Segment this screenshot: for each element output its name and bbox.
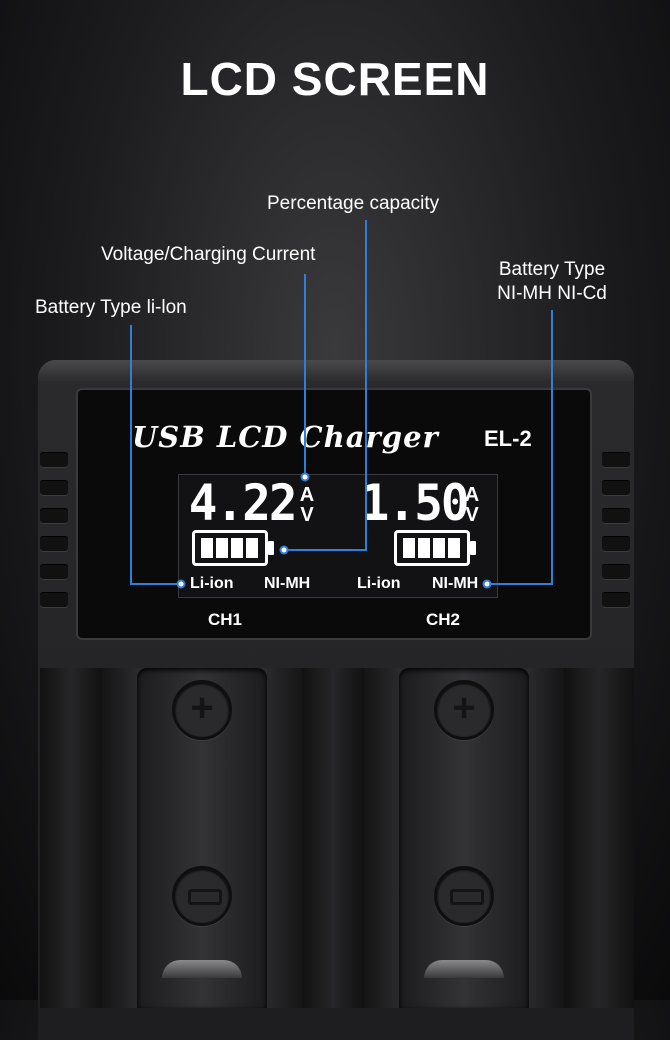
negative-terminal-icon [434,866,494,926]
ch1-unit-a: A [299,484,315,506]
positive-terminal-icon: + [172,680,232,740]
callout-battery-type-liion: Battery Type li-lon [35,297,187,318]
vent-slot [602,508,630,523]
slot-divider [564,668,634,1008]
vent-slot [602,592,630,607]
vent-slot [40,508,68,523]
nimh-leader-line [488,310,553,585]
ch1-reading: 4.22 [188,474,298,532]
vent-slot [602,564,630,579]
liion-leader-line [130,325,180,585]
ch2-reading: 1.50 [360,474,470,532]
callout-battery-type-nimh: Battery Type NI-MH NI-Cd [488,258,616,306]
positive-terminal-icon: + [434,680,494,740]
nimh-leader-dot [482,579,492,589]
slot-1-contact [162,960,242,978]
callout-voltage-current: Voltage/Charging Current [101,244,316,265]
lcd-model-text: EL-2 [484,426,532,451]
negative-terminal-icon [172,866,232,926]
callout-lines [130,220,553,589]
vent-slot [40,564,68,579]
ch2-battery-tip [470,541,476,555]
ch1-type-liion: Li-ion [190,575,234,592]
slot-2-contact [424,960,504,978]
vent-slot [40,592,68,607]
liion-leader-dot [176,579,186,589]
ch1-battery-icon [192,530,268,566]
channel-1-label: CH1 [208,610,243,629]
callout-nimh-line2: NI-MH NI-Cd [497,283,607,304]
ch2-type-nimh: NI-MH [432,575,479,592]
vent-slot [602,452,630,467]
ch1-type-nimh: NI-MH [264,575,311,592]
ch2-unit-a: A [464,484,480,506]
slot-divider [302,668,364,1008]
slot-divider [40,668,102,1008]
lcd-display-panel [178,474,498,598]
vent-slot [40,536,68,551]
ch2-type-liion: Li-ion [357,575,401,592]
lcd-brand-text: USB LCD Charger [132,420,439,454]
callout-percentage-capacity: Percentage capacity [267,193,440,214]
channel-2-label: CH2 [426,610,461,629]
vent-slot [602,480,630,495]
callout-nimh-line1: Battery Type [498,259,606,280]
page-title: LCD SCREEN [180,53,490,105]
ch1-unit-v: V [300,504,314,526]
percentage-leader-dot [279,545,289,555]
voltage-leader-dot [300,472,310,482]
vent-slot [602,536,630,551]
percentage-leader-line [286,220,367,551]
ch1-battery-tip [268,541,274,555]
vent-slot [40,452,68,467]
ch2-battery-icon [394,530,470,566]
charger-top-rim [38,360,634,382]
ch2-unit-v: V [465,504,479,526]
vent-slot [40,480,68,495]
